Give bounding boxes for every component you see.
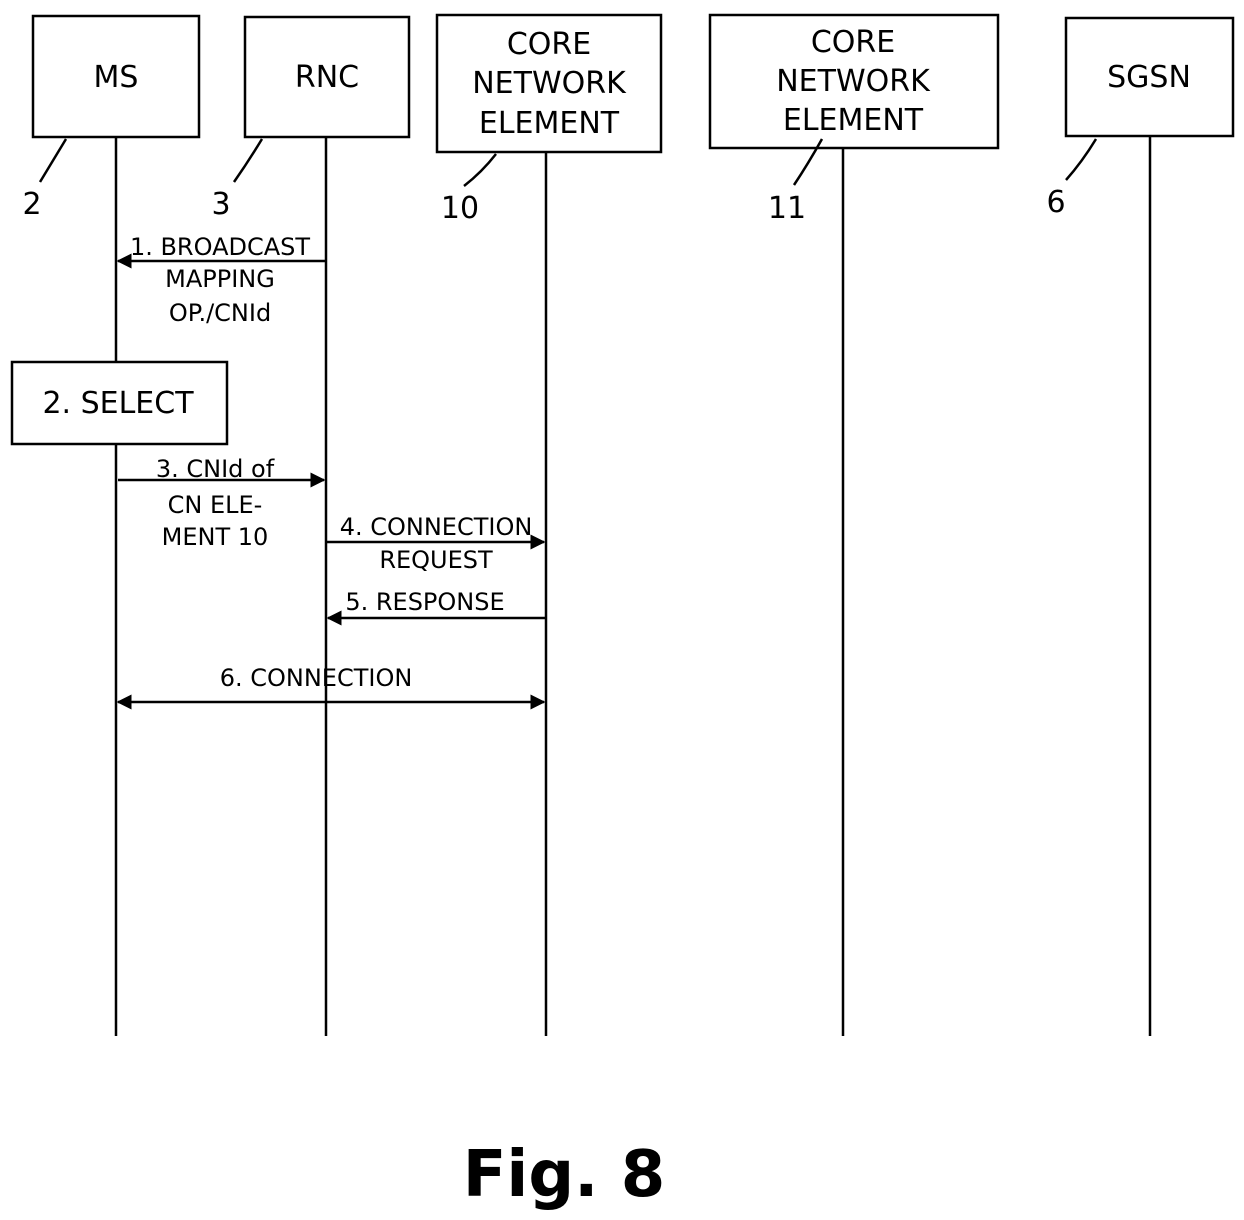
entity-cn11-line-3: ELEMENT — [783, 103, 924, 138]
sgsn-ref-leader — [1065, 138, 1098, 181]
message-1-line-1: 1. BROADCAST — [130, 233, 310, 261]
entity-cn10-line-1: CORE — [507, 27, 591, 62]
rnc-ref-leader — [232, 138, 264, 183]
message-5-line-1: 5. RESPONSE — [345, 588, 504, 616]
entity-cn11-line-1: CORE — [811, 25, 895, 60]
figure-caption: Fig. 8 — [463, 1138, 666, 1212]
cn11-ref-number: 11 — [768, 191, 806, 226]
cn10-ref-number: 10 — [441, 191, 479, 226]
entity-rnc: RNC — [243, 15, 411, 139]
message-1-line-2: MAPPING — [165, 265, 275, 293]
message-4-line-1: 4. CONNECTION — [340, 513, 533, 541]
message-3-line-3: MENT 10 — [162, 523, 269, 551]
message-4-line-2: REQUEST — [379, 546, 493, 574]
cn11-ref-leader — [792, 138, 824, 186]
entity-core-network-element-11: CORE NETWORK ELEMENT — [708, 13, 1000, 150]
message-3-line-2: CN ELE- — [168, 491, 263, 519]
entity-ms: MS — [31, 14, 201, 139]
entity-cn11-line-2: NETWORK — [776, 64, 931, 99]
entity-cn10-line-3: ELEMENT — [479, 106, 620, 141]
ms-ref-leader — [38, 138, 68, 183]
message-6-line-1: 6. CONNECTION — [220, 664, 413, 692]
sgsn-ref-number: 6 — [1046, 185, 1065, 220]
message-1-line-3: OP./CNId — [169, 299, 271, 327]
message-3-line-1: 3. CNId of — [156, 455, 275, 483]
entity-rnc-label: RNC — [295, 60, 359, 95]
entity-core-network-element-10: CORE NETWORK ELEMENT — [435, 13, 663, 154]
cn10-ref-leader — [463, 153, 497, 187]
entity-cn10-line-2: NETWORK — [472, 66, 627, 101]
entity-ms-label: MS — [94, 60, 139, 95]
rnc-ref-number: 3 — [211, 187, 230, 222]
ms-ref-number: 2 — [22, 187, 41, 222]
entity-sgsn: SGSN — [1064, 16, 1235, 138]
select-box: 2. SELECT — [10, 360, 229, 446]
select-box-label: 2. SELECT — [42, 386, 194, 421]
entity-sgsn-label: SGSN — [1107, 60, 1191, 95]
